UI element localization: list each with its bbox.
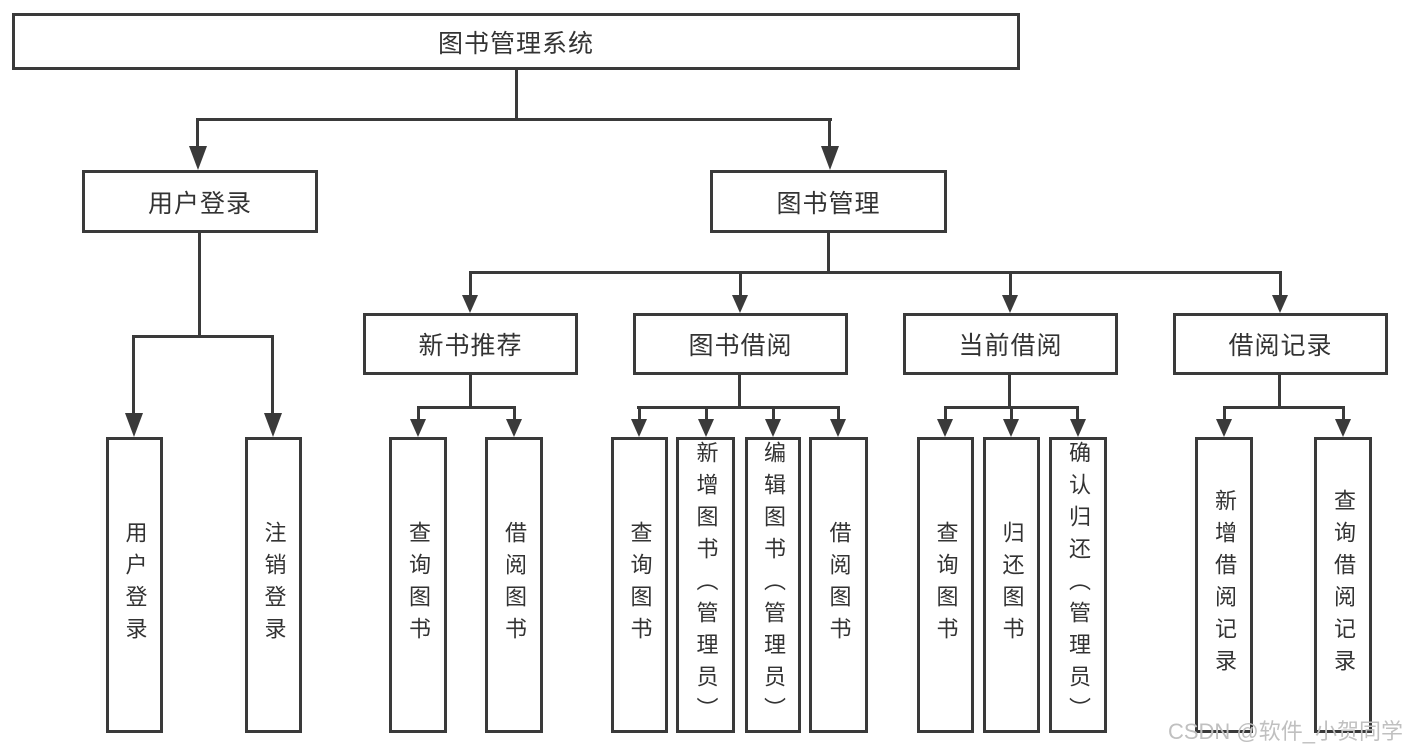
leaf-user-login: 用户登录 — [106, 437, 163, 733]
node-user-login: 用户登录 — [82, 170, 318, 233]
node-label: 用户登录 — [147, 189, 252, 218]
connector-borrow-records-hline — [1223, 406, 1344, 409]
leaf-label: 查询图书 — [933, 521, 959, 649]
arrow-down-icon — [410, 419, 426, 437]
node-book-mgmt: 图书管理 — [710, 170, 947, 233]
connector-to-leaf-user-login — [132, 335, 135, 415]
connector-leaf — [513, 406, 516, 421]
leaf-label: 编辑图书（管理员） — [761, 441, 786, 729]
arrow-down-icon — [189, 146, 207, 170]
connector-to-new-book-rec — [469, 271, 472, 297]
leaf-query-books-borrow: 查询图书 — [611, 437, 668, 733]
leaf-query-books-current: 查询图书 — [917, 437, 974, 733]
connector-leaf — [1076, 406, 1079, 421]
connector-root-stub — [515, 70, 518, 120]
node-book-management-system: 图书管理系统 — [12, 13, 1020, 70]
connector-root-hline — [196, 118, 832, 121]
connector-leaf — [1223, 406, 1226, 421]
connector-book-mgmt-stub — [827, 233, 830, 273]
leaf-label: 确认归还（管理员） — [1066, 441, 1091, 729]
node-current-borrow: 当前借阅 — [903, 313, 1118, 375]
node-label: 图书借阅 — [688, 332, 793, 360]
leaf-label: 查询图书 — [406, 521, 431, 649]
arrow-down-icon — [462, 295, 478, 313]
arrow-down-icon — [1335, 419, 1351, 437]
arrow-down-icon — [1070, 419, 1086, 437]
connector-new-book-rec-hline — [417, 406, 516, 409]
connector-to-book-mgmt — [828, 118, 831, 148]
arrow-down-icon — [125, 413, 143, 437]
connector-to-current-borrow — [1009, 271, 1012, 297]
arrow-down-icon — [698, 419, 714, 437]
arrow-down-icon — [937, 419, 953, 437]
node-label: 图书管理 — [776, 189, 881, 218]
leaf-edit-book-admin: 编辑图书（管理员） — [745, 437, 801, 733]
arrow-down-icon — [830, 419, 846, 437]
connector-to-user-login — [196, 118, 199, 148]
connector-leaf — [1342, 406, 1345, 421]
arrow-down-icon — [264, 413, 282, 437]
arrow-down-icon — [1272, 295, 1288, 313]
leaf-logout: 注销登录 — [245, 437, 302, 733]
connector-leaf — [837, 406, 840, 421]
leaf-query-books-rec: 查询图书 — [389, 437, 447, 733]
connector-leaf — [417, 406, 420, 421]
arrow-down-icon — [1003, 419, 1019, 437]
arrow-down-icon — [1216, 419, 1232, 437]
leaf-borrow-books-rec: 借阅图书 — [485, 437, 543, 733]
leaf-label: 借阅图书 — [502, 521, 527, 649]
connector-user-login-hline — [132, 335, 274, 338]
node-label: 新书推荐 — [418, 332, 523, 360]
connector-to-leaf-logout — [271, 335, 274, 415]
node-label: 图书管理系统 — [437, 29, 594, 58]
arrow-down-icon — [631, 419, 647, 437]
connector-leaf — [944, 406, 947, 421]
connector-borrow-records-stub — [1278, 375, 1281, 408]
leaf-label: 用户登录 — [122, 521, 148, 649]
leaf-return-book: 归还图书 — [983, 437, 1040, 733]
node-label: 借阅记录 — [1228, 332, 1333, 360]
arrow-down-icon — [732, 295, 748, 313]
arrow-down-icon — [821, 146, 839, 170]
node-new-book-rec: 新书推荐 — [363, 313, 578, 375]
leaf-add-borrow-record: 新增借阅记录 — [1195, 437, 1253, 733]
arrow-down-icon — [1002, 295, 1018, 313]
connector-leaf — [638, 406, 641, 421]
leaf-query-borrow-record: 查询借阅记录 — [1314, 437, 1372, 733]
leaf-label: 归还图书 — [999, 521, 1025, 649]
leaf-label: 查询图书 — [627, 521, 653, 649]
connector-current-borrow-stub — [1008, 375, 1011, 408]
leaf-label: 查询借阅记录 — [1331, 489, 1356, 681]
connector-leaf — [772, 406, 775, 421]
connector-new-book-rec-stub — [469, 375, 472, 408]
leaf-label: 新增借阅记录 — [1212, 489, 1237, 681]
csdn-watermark: CSDN @软件_小贺同学 — [1167, 719, 1403, 744]
node-label: 当前借阅 — [958, 332, 1063, 360]
leaf-add-book-admin: 新增图书（管理员） — [676, 437, 735, 733]
leaf-confirm-return-admin: 确认归还（管理员） — [1049, 437, 1107, 733]
connector-to-borrow-records — [1279, 271, 1282, 297]
node-book-borrow: 图书借阅 — [633, 313, 848, 375]
leaf-label: 新增图书（管理员） — [693, 441, 719, 729]
leaf-label: 借阅图书 — [826, 521, 852, 649]
connector-book-borrow-hline — [637, 406, 840, 409]
connector-to-book-borrow — [739, 271, 742, 297]
connector-book-borrow-stub — [738, 375, 741, 408]
connector-book-mgmt-hline — [469, 271, 1282, 274]
arrow-down-icon — [506, 419, 522, 437]
node-borrow-records: 借阅记录 — [1173, 313, 1388, 375]
leaf-label: 注销登录 — [261, 521, 287, 649]
connector-user-login-stub — [198, 233, 201, 337]
connector-leaf — [705, 406, 708, 421]
arrow-down-icon — [765, 419, 781, 437]
connector-leaf — [1010, 406, 1013, 421]
leaf-borrow-books: 借阅图书 — [809, 437, 868, 733]
